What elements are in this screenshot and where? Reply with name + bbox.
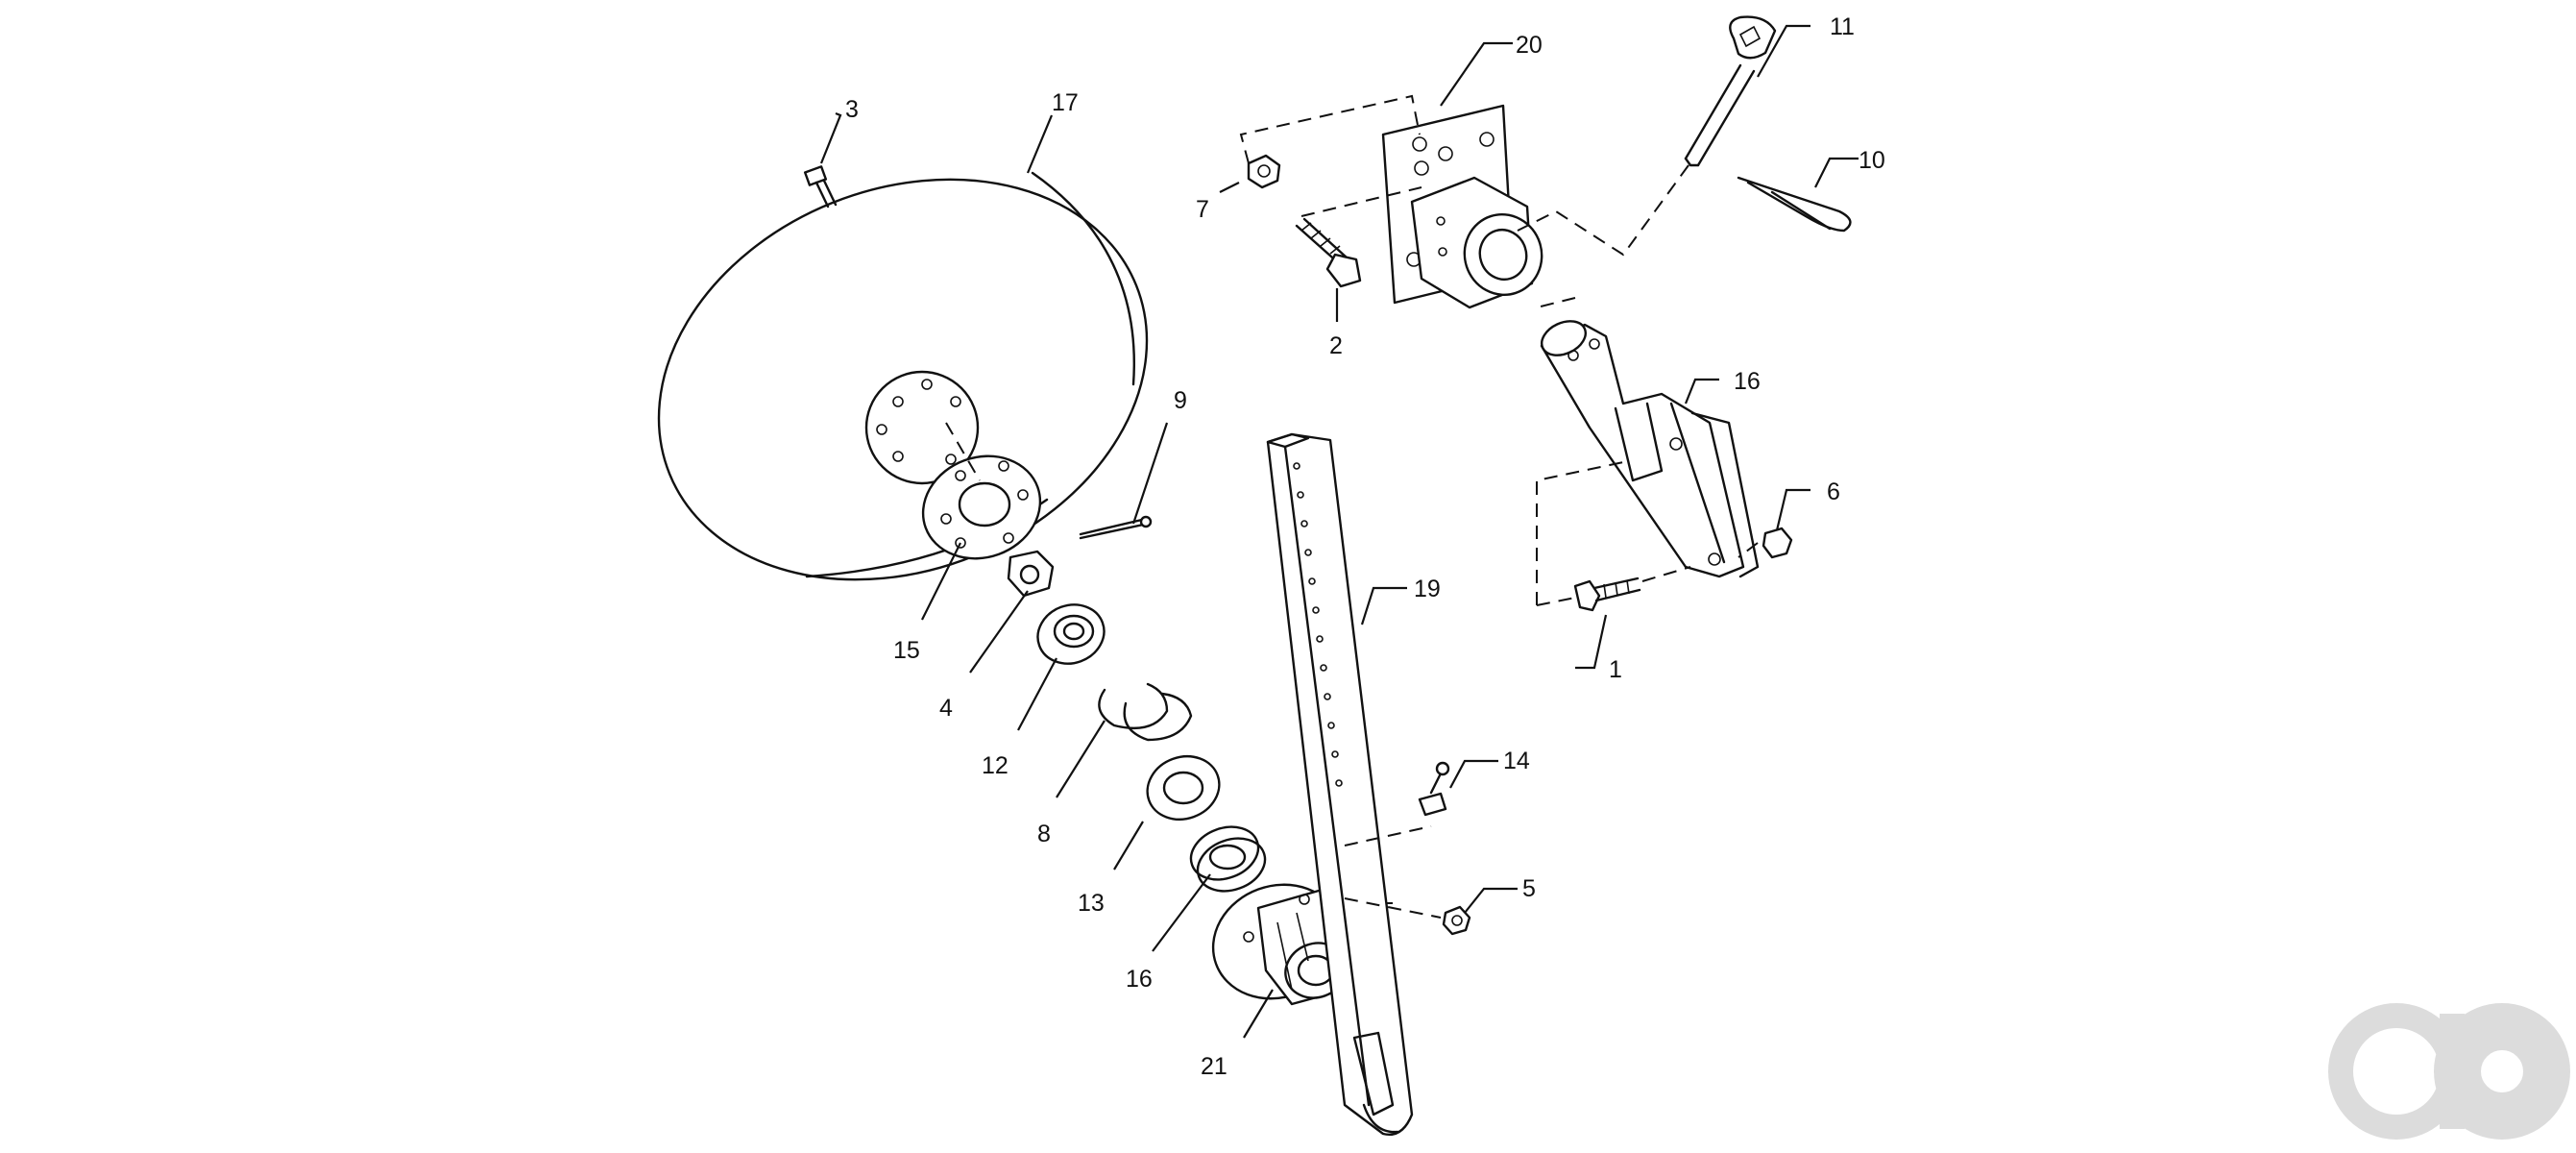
disc-blade: [657, 171, 1149, 581]
arm-holes: [1293, 462, 1343, 787]
bearing-12: [1036, 603, 1106, 665]
mounting-plate-20: [1381, 104, 1543, 309]
callout-15: 15: [893, 637, 920, 664]
bolt-2: [1295, 186, 1422, 288]
callout-10: 10: [1859, 147, 1885, 174]
callout-17: 17: [1052, 89, 1079, 116]
callout-11: 11: [1830, 13, 1855, 40]
bearing-13: [1146, 755, 1221, 821]
nut-6: [1738, 527, 1793, 559]
bolt-1: [1536, 460, 1691, 612]
nut-5: [1442, 905, 1471, 936]
flange-plate: [921, 422, 1042, 560]
callout-1: 1: [1609, 656, 1622, 683]
pin-11: [1517, 15, 1777, 257]
pin-9: [1079, 515, 1153, 540]
arm-19: [1266, 432, 1442, 1136]
callout-3: 3: [845, 96, 859, 123]
nut-7: [1239, 94, 1421, 189]
leader-lines: [819, 24, 1859, 1039]
callout-12: 12: [982, 752, 1009, 779]
callout-5: 5: [1522, 875, 1536, 902]
hair-pin-10: [1737, 176, 1852, 233]
callout-19: 19: [1414, 576, 1441, 602]
bolt-3: [803, 165, 838, 209]
callout-2: 2: [1329, 332, 1343, 359]
callout-14: 14: [1503, 748, 1530, 774]
callout-13: 13: [1078, 890, 1105, 917]
ao-logo: [2328, 1003, 2570, 1140]
callout-21: 21: [1201, 1053, 1227, 1080]
callout-16-upper: 16: [1734, 368, 1761, 395]
callout-4: 4: [939, 695, 953, 722]
callout-16-lower: 16: [1126, 966, 1153, 993]
callout-8: 8: [1037, 821, 1051, 847]
callout-6: 6: [1827, 478, 1840, 505]
seal-16-lower: [1189, 825, 1267, 893]
callout-7: 7: [1196, 196, 1209, 223]
callout-9: 9: [1174, 387, 1187, 414]
bracket-16-upper: [1536, 297, 1760, 578]
castle-nut-4: [1007, 550, 1055, 598]
grease-fitting-14: [1418, 761, 1450, 817]
callout-labels: 3 17 9 15 4 12 8 13 16 21 19 14 5 1 2 7 …: [845, 13, 1885, 1080]
snap-ring-8: [1098, 682, 1193, 742]
callout-20: 20: [1516, 32, 1543, 59]
